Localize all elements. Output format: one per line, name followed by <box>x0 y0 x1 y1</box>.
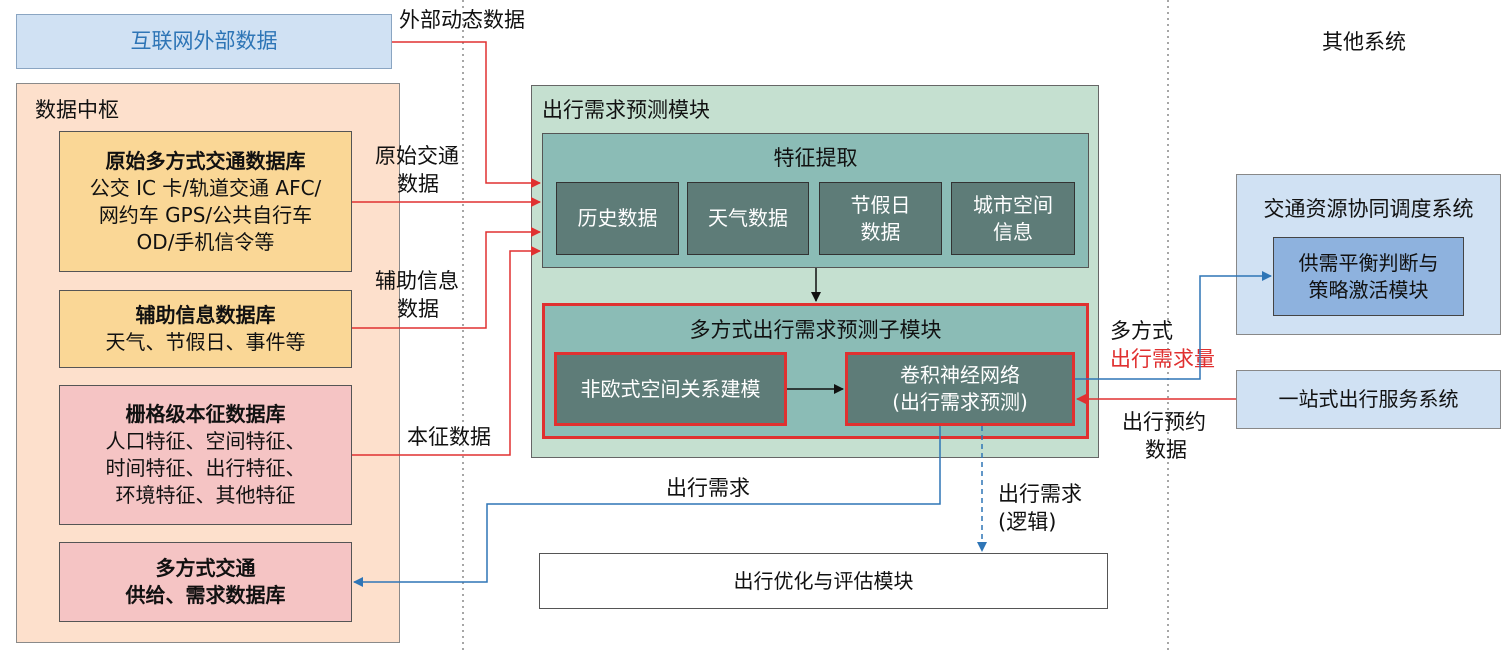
feature-history-label: 历史数据 <box>577 206 658 230</box>
demand-logic-label: 出行需求 <box>998 482 1082 506</box>
feature-weather-label: 天气数据 <box>708 206 788 230</box>
external-dynamic-label: 外部动态数据 <box>399 8 525 32</box>
raw-traffic-db-line: 网约车 GPS/公共自行车 <box>98 202 313 227</box>
balance-strategy-module-label: 供需平衡判断与 <box>1298 250 1439 275</box>
demand-logic-label: (逻辑) <box>998 510 1057 534</box>
feature-holiday: 节假日 数据 <box>819 182 942 255</box>
one-stop-service-label: 一站式出行服务系统 <box>1278 387 1459 411</box>
optimization-module: 出行优化与评估模块 <box>539 553 1108 609</box>
prediction-submodule-title: 多方式出行需求预测子模块 <box>689 318 942 342</box>
raw-traffic-label: 数据 <box>397 172 439 196</box>
one-stop-service: 一站式出行服务系统 <box>1236 370 1501 429</box>
grid-intrinsic-db-line: 环境特征、其他特征 <box>115 483 296 507</box>
aux-info-db-line: 天气、节假日、事件等 <box>105 330 306 354</box>
raw-traffic-db: 原始多方式交通数据库 公交 IC 卡/轨道交通 AFC/ 网约车 GPS/公共自… <box>59 131 352 272</box>
feature-extraction-title: 特征提取 <box>773 146 858 170</box>
balance-strategy-module-label: 策略激活模块 <box>1308 277 1429 302</box>
cnn-prediction-label: 卷积神经网络 <box>900 363 1020 387</box>
feature-history: 历史数据 <box>556 182 679 255</box>
feature-weather: 天气数据 <box>687 182 809 255</box>
noneuclidean-modeling-label: 非欧式空间关系建模 <box>580 376 761 401</box>
feature-holiday-label: 节假日 <box>850 192 911 217</box>
aux-info-db-title: 辅助信息数据库 <box>135 303 276 327</box>
scheduling-system-title: 交通资源协同调度系统 <box>1263 197 1474 221</box>
reservation-label: 出行预约 <box>1122 410 1206 434</box>
aux-info-db: 辅助信息数据库 天气、节假日、事件等 <box>59 290 352 368</box>
supply-demand-db-line: 多方式交通 <box>155 556 256 580</box>
feature-urban-space: 城市空间 信息 <box>951 182 1075 255</box>
feature-holiday-label: 数据 <box>860 219 901 244</box>
feature-urban-space-label: 城市空间 <box>973 192 1053 217</box>
internet-external-box: 互联网外部数据 <box>16 14 392 69</box>
noneuclidean-modeling: 非欧式空间关系建模 <box>554 352 787 426</box>
grid-intrinsic-db-title: 栅格级本征数据库 <box>125 402 286 426</box>
internet-external-label: 互联网外部数据 <box>130 29 278 53</box>
multimodal-demand-label: 出行需求量 <box>1110 347 1215 371</box>
grid-intrinsic-db-line: 人口特征、空间特征、 <box>105 429 306 453</box>
raw-traffic-db-title: 原始多方式交通数据库 <box>105 148 306 173</box>
multimodal-demand-label: 多方式 <box>1110 319 1173 343</box>
balance-strategy-module: 供需平衡判断与 策略激活模块 <box>1273 237 1464 316</box>
supply-demand-db-line: 供给、需求数据库 <box>125 583 286 607</box>
prediction-module-title: 出行需求预测模块 <box>542 98 710 122</box>
raw-traffic-label: 原始交通 <box>375 144 459 168</box>
supply-demand-db: 多方式交通 供给、需求数据库 <box>59 542 352 622</box>
demand-label: 出行需求 <box>666 476 750 500</box>
aux-info-label: 数据 <box>397 297 439 321</box>
raw-traffic-db-line: 公交 IC 卡/轨道交通 AFC/ <box>89 175 322 200</box>
feature-urban-space-label: 信息 <box>993 219 1033 244</box>
cnn-prediction-label: (出行需求预测) <box>892 390 1028 414</box>
raw-traffic-db-line: OD/手机信令等 <box>136 229 275 254</box>
reservation-label: 数据 <box>1145 438 1187 462</box>
cnn-prediction: 卷积神经网络 (出行需求预测) <box>845 352 1075 426</box>
intrinsic-label: 本征数据 <box>407 425 491 449</box>
data-hub-title: 数据中枢 <box>35 98 119 122</box>
grid-intrinsic-db: 栅格级本征数据库 人口特征、空间特征、 时间特征、出行特征、 环境特征、其他特征 <box>59 385 352 525</box>
grid-intrinsic-db-line: 时间特征、出行特征、 <box>105 456 306 480</box>
optimization-module-label: 出行优化与评估模块 <box>733 568 914 593</box>
aux-info-label: 辅助信息 <box>375 269 459 293</box>
other-systems-label: 其他系统 <box>1322 30 1406 54</box>
